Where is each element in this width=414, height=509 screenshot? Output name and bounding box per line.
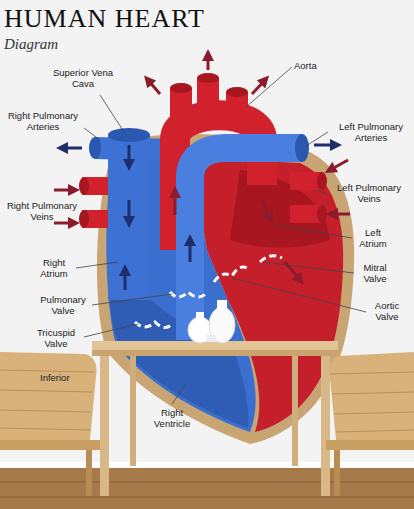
vessels-part	[295, 134, 309, 162]
valves	[135, 256, 282, 328]
leader-lines-part	[100, 95, 124, 132]
part-label: Right Ventricle	[146, 407, 198, 429]
valves-part	[260, 256, 282, 262]
leader-lines-part	[232, 278, 366, 312]
flow-arrows-part	[128, 200, 131, 222]
leader-lines	[76, 67, 366, 404]
vessels-part	[317, 205, 327, 223]
part-label: Mitral Valve	[354, 262, 396, 284]
leader-lines-part	[275, 225, 352, 238]
part-label: Right Pulmonary Arteries	[3, 110, 83, 132]
vessels-part	[197, 73, 219, 83]
valves-part	[214, 267, 250, 282]
part-label: Inferior	[40, 372, 86, 383]
flow-arrows-part	[62, 147, 82, 150]
part-label: Right Atrium	[33, 257, 75, 279]
flow-arrows-part	[207, 55, 210, 70]
flow-arrows-part	[262, 200, 270, 218]
valves-part	[135, 322, 172, 328]
chairs-part	[86, 450, 92, 496]
flow-arrows-part	[148, 80, 160, 94]
leader-lines-part	[306, 132, 328, 146]
part-label: Aorta	[294, 60, 334, 71]
vessels	[79, 73, 327, 340]
part-label: Left Pulmonary Arteries	[332, 121, 410, 143]
vessels-part	[317, 172, 327, 190]
table-part	[100, 356, 109, 496]
flow-arrows-part	[128, 145, 131, 165]
flow-arrows-part	[189, 240, 192, 262]
leader-lines-part	[172, 385, 185, 404]
part-label: Aortic Valve	[366, 300, 408, 322]
flow-arrows-part	[124, 270, 127, 290]
flow-arrows-part	[174, 192, 177, 215]
leader-lines-part	[316, 190, 327, 194]
flow-arrows-part	[332, 213, 350, 216]
flow-arrows-part	[314, 144, 336, 147]
room-part	[0, 462, 414, 468]
vessels-part	[108, 135, 150, 300]
part-label: Superior Vena Cava	[52, 67, 114, 89]
room-part	[0, 0, 414, 462]
leader-lines-part	[262, 262, 354, 273]
table	[92, 300, 338, 496]
chairs-part	[0, 440, 100, 450]
table-part	[92, 350, 338, 356]
leader-lines-part	[84, 324, 138, 337]
diagram-subtitle: Diagram	[4, 36, 104, 54]
part-label: Left Pulmonary Veins	[330, 182, 408, 204]
part-label: Tricuspid Valve	[30, 327, 82, 349]
heart-part	[230, 170, 330, 248]
table-part	[217, 300, 227, 310]
vessels-part	[190, 148, 302, 340]
room-part	[0, 468, 414, 509]
table-part	[321, 356, 330, 496]
part-label: Pulmonary Valve	[36, 294, 90, 316]
leader-lines-part	[76, 262, 118, 268]
chairs	[0, 352, 414, 496]
leader-lines-part	[92, 294, 172, 305]
leader-lines-part	[245, 67, 292, 108]
vessels-part	[79, 177, 89, 195]
table-part	[292, 356, 298, 466]
flow-arrows-part	[330, 160, 348, 170]
table-part	[130, 356, 136, 466]
leader-lines-part	[84, 213, 88, 214]
chairs-part	[0, 370, 94, 430]
flow-arrows	[54, 55, 350, 290]
leader-lines-part	[84, 128, 100, 140]
heart-part	[192, 158, 343, 432]
chairs-part	[334, 450, 340, 496]
vessels-part	[79, 210, 89, 228]
table-part	[196, 312, 204, 320]
vessels-part	[226, 87, 248, 97]
part-label: Right Pulmonary Veins	[2, 200, 82, 222]
table-part	[206, 335, 216, 342]
chairs-part	[0, 352, 97, 440]
room-part	[0, 482, 414, 497]
part-label: Left Atrium	[352, 227, 394, 249]
flow-arrows-part	[54, 222, 74, 225]
vessels-part	[108, 128, 150, 142]
vessels-part	[89, 137, 101, 159]
chairs-part	[326, 440, 414, 450]
diagram-title: HUMAN HEART	[4, 4, 205, 34]
chairs-part	[330, 372, 414, 432]
chairs-part	[329, 352, 414, 440]
vessels-part	[170, 83, 192, 93]
valves-part	[170, 292, 208, 297]
flow-arrows-part	[54, 189, 74, 192]
table-part	[92, 341, 338, 350]
